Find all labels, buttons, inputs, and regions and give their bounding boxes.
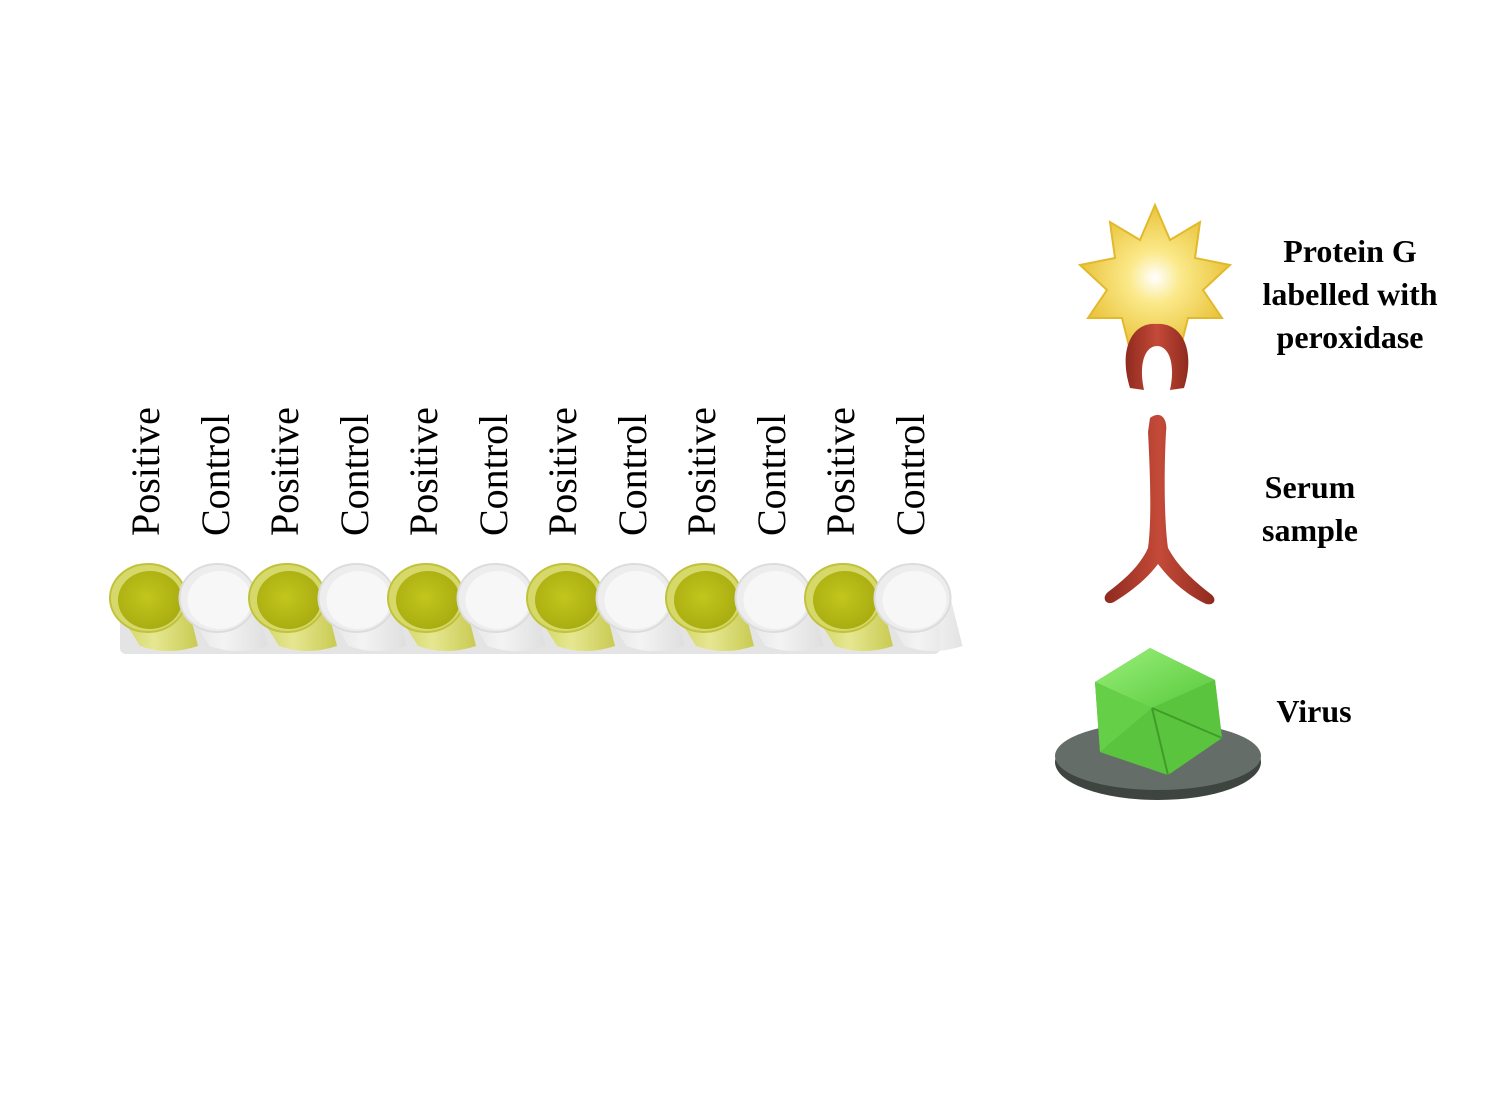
well-liquid-positive	[396, 571, 460, 629]
positive-well-label: Positive	[540, 407, 585, 536]
protein-g-body	[1125, 323, 1189, 390]
well-liquid-positive	[813, 571, 877, 629]
well-liquid-positive	[535, 571, 599, 629]
well-liquid-positive	[118, 571, 182, 629]
positive-well	[387, 563, 476, 651]
protein-g-label-line-2: labelled with	[1262, 276, 1438, 312]
serum-sample-label: Serum sample	[1230, 466, 1390, 552]
well-liquid-positive	[257, 571, 321, 629]
well-liquid-clear	[743, 571, 808, 629]
positive-well	[526, 563, 615, 651]
serum-label-line-1: Serum	[1264, 469, 1356, 505]
virus-edges	[1151, 707, 1169, 776]
virus-face-top	[1095, 648, 1215, 708]
well-liquid-positive	[674, 571, 738, 629]
positive-well-label: Positive	[123, 407, 168, 536]
antibody-shape	[1104, 414, 1215, 605]
icosahedron-virus-icon	[1055, 648, 1261, 800]
well-liquid-clear	[882, 571, 947, 629]
protein-g-label-line-3: peroxidase	[1276, 319, 1424, 355]
positive-well	[665, 563, 754, 651]
control-well-label: Control	[331, 413, 377, 536]
positive-well-label: Positive	[401, 407, 446, 536]
well-liquid-clear	[465, 571, 530, 629]
virus-face-left	[1095, 682, 1152, 752]
positive-well-label: Positive	[679, 407, 724, 536]
virus-label-line-1: Virus	[1276, 693, 1352, 729]
sunburst-antibody-icon	[1077, 202, 1233, 390]
virus-label: Virus	[1244, 690, 1384, 733]
virus-face-front	[1100, 680, 1222, 775]
control-well-label: Control	[748, 413, 794, 536]
positive-well	[248, 563, 337, 651]
control-well-label: Control	[887, 413, 933, 536]
protein-g-label-line-1: Protein G	[1283, 233, 1417, 269]
well-liquid-clear	[326, 571, 391, 629]
control-well	[317, 563, 407, 651]
control-well	[734, 563, 824, 651]
antibody-icon	[1104, 414, 1215, 605]
control-well	[456, 563, 546, 651]
positive-well	[804, 563, 893, 651]
control-well-label: Control	[192, 413, 238, 536]
well-liquid-clear	[604, 571, 669, 629]
virus-edges-2	[1151, 707, 1223, 739]
control-well	[873, 563, 963, 651]
well-liquid-clear	[187, 571, 252, 629]
positive-well-label: Positive	[818, 407, 863, 536]
positive-well-label: Positive	[262, 407, 307, 536]
control-well-label: Control	[609, 413, 655, 536]
control-well	[595, 563, 685, 651]
serum-label-line-2: sample	[1262, 512, 1358, 548]
protein-g-label: Protein G labelled with peroxidase	[1240, 230, 1460, 359]
control-well-label: Control	[470, 413, 516, 536]
